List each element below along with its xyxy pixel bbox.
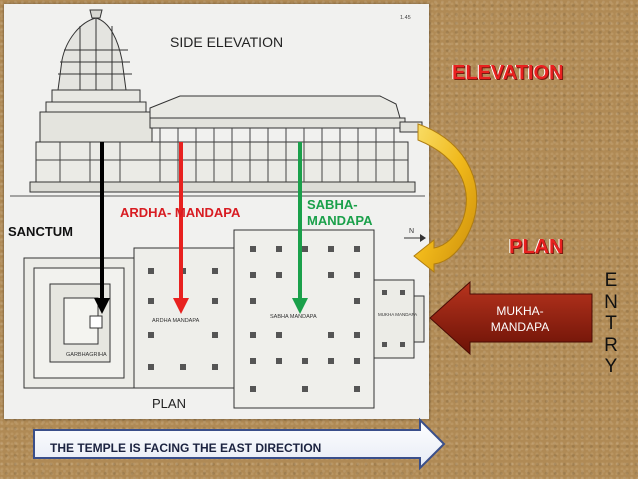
page-number: 1.45 xyxy=(400,15,411,21)
entry-letter: N xyxy=(604,291,618,313)
entry-letter: Y xyxy=(604,356,618,377)
plan-label-sabha: SABHA MANDAPA xyxy=(270,314,317,320)
entry-letter: R xyxy=(604,334,618,356)
plan-label-ardha: ARDHA MANDAPA xyxy=(152,318,200,324)
ardha-mandapa-arrow xyxy=(173,142,189,314)
north-mark: N xyxy=(409,228,414,235)
east-direction-label: THE TEMPLE IS FACING THE EAST DIRECTION xyxy=(50,441,322,455)
plan-label-garbhagriha: GARBHAGRIHA xyxy=(66,352,107,358)
sabha-mandapa-arrow xyxy=(292,142,308,314)
entry-letter: T xyxy=(605,313,617,334)
ardha-mandapa-label: ARDHA- MANDAPA xyxy=(120,205,241,220)
plan-title: PLAN xyxy=(509,236,564,258)
sanctum-arrow xyxy=(94,142,110,314)
plan-caption: PLAN xyxy=(152,396,186,411)
temple-plan-drawing xyxy=(23,229,426,409)
east-direction-arrow xyxy=(33,417,446,471)
side-elevation-label: SIDE ELEVATION xyxy=(170,34,284,50)
elevation-title: ELEVATION xyxy=(452,62,564,84)
entry-letter: E xyxy=(604,270,618,291)
sabha-mandapa-label: SABHA- MANDAPA xyxy=(307,197,373,228)
mukha-mandapa-arrow xyxy=(429,280,593,356)
mukha-mandapa-label: MUKHA- MANDAPA xyxy=(490,304,550,334)
plan-label-mukha: MUKHA MANDAPA xyxy=(378,312,417,317)
temple-elevation-drawing xyxy=(10,9,425,197)
elevation-to-plan-curve-arrow xyxy=(413,123,478,274)
sanctum-label: SANCTUM xyxy=(8,224,73,239)
entry-label: E N T R Y xyxy=(600,270,622,378)
